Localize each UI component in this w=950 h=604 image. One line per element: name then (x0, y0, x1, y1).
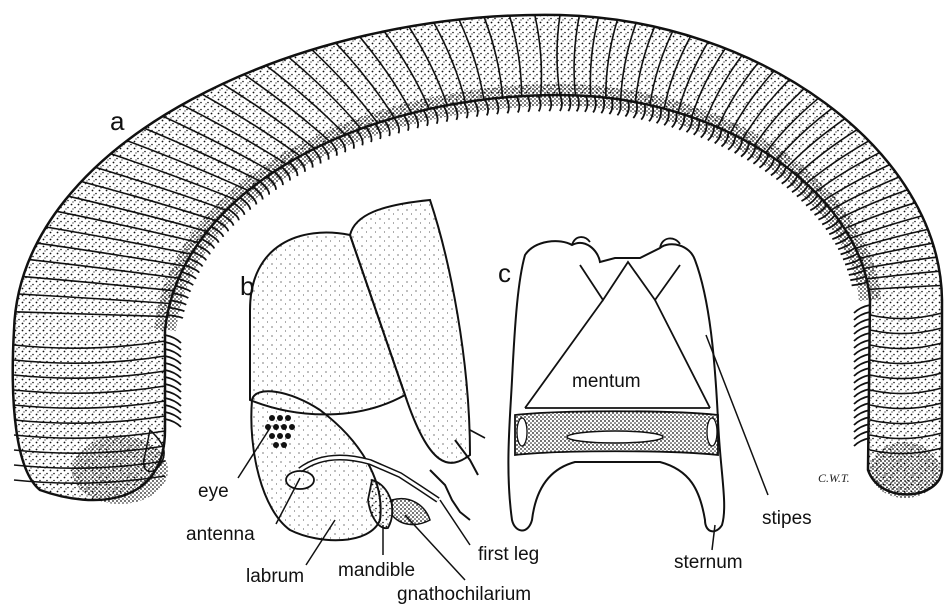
label-sternum: sternum (674, 552, 743, 573)
panel-label-a: a (110, 106, 125, 136)
artist-signature: C.W.T. (818, 471, 850, 485)
label-first-leg: first leg (478, 544, 539, 565)
body-leg (165, 419, 181, 427)
first-leg-drawing (430, 470, 470, 520)
label-eye: eye (198, 481, 229, 502)
head-lateral-view (250, 200, 485, 540)
panel-label-b: b (240, 271, 254, 301)
label-mentum: mentum (572, 371, 641, 392)
label-antenna: antenna (186, 524, 255, 545)
label-gnathochilarium: gnathochilarium (397, 584, 531, 604)
panel-label-c: c (498, 258, 511, 288)
label-mandible: mandible (338, 560, 415, 581)
label-stipes: stipes (762, 508, 812, 529)
label-labrum: labrum (246, 566, 304, 587)
millipede-body (13, 15, 942, 504)
